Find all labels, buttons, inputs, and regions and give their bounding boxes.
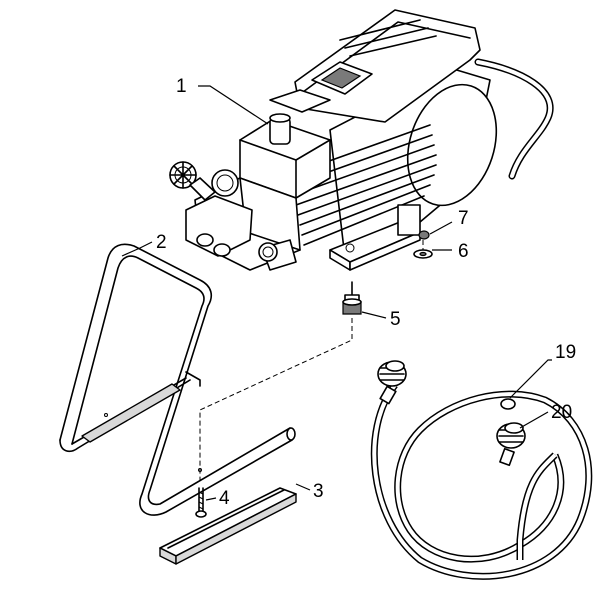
callout-19: 19 [555, 342, 576, 363]
switch-box [269, 9, 481, 123]
hose-coupling-left [377, 360, 407, 387]
callout-1: 1 [176, 76, 187, 97]
rubber-foot-item-3 [159, 487, 297, 565]
pump-assembly [169, 113, 331, 271]
callout-20: 20 [551, 402, 572, 423]
leader-lines [121, 85, 552, 501]
washer-item-6 [413, 249, 433, 259]
handle-frame-item-2 [59, 243, 296, 516]
high-pressure-hose [370, 382, 593, 580]
callout-6: 6 [458, 241, 469, 262]
callout-7: 7 [458, 208, 469, 229]
hose-coupling-item-20 [496, 422, 526, 449]
rubber-mount-item-5 [342, 281, 362, 315]
callout-5: 5 [390, 309, 401, 330]
callout-2: 2 [156, 232, 167, 253]
screw-item-4 [195, 487, 207, 518]
callout-labels: 1 2 3 4 5 6 7 19 20 [156, 76, 576, 509]
callout-4: 4 [219, 488, 230, 509]
o-ring-item-19 [500, 398, 516, 410]
nut-item-7 [418, 230, 430, 240]
callout-3: 3 [313, 481, 324, 502]
assembly-lines [199, 240, 424, 480]
power-cord [474, 58, 554, 180]
